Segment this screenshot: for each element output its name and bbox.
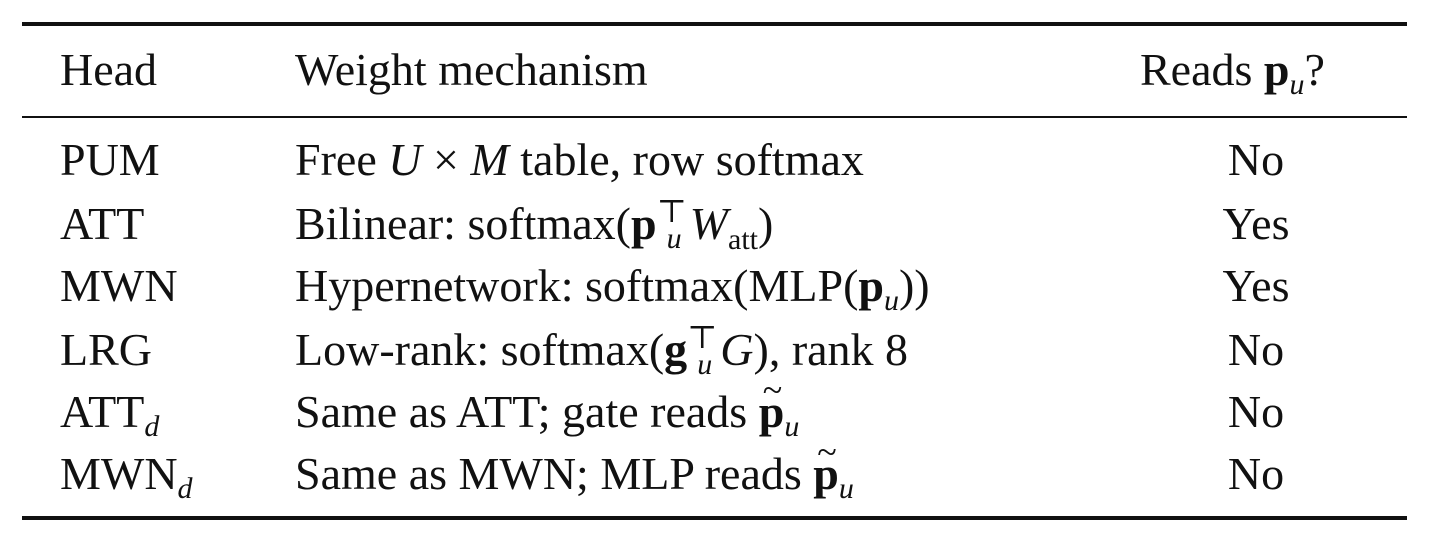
row-mechanism-mwn: Hypernetwork: softmax(MLP(pu)) <box>295 260 930 317</box>
row-head-mwn: MWN <box>60 260 178 311</box>
row-head-pum: PUM <box>60 134 160 185</box>
row-head-att: ATT <box>60 198 145 249</box>
row-reads-lrg: No <box>1227 324 1285 375</box>
row-head-att-d: ATTd <box>60 386 160 443</box>
top-rule <box>22 22 1407 26</box>
header-mechanism: Weight mechanism <box>295 44 648 95</box>
row-head-mwn-d: MWNd <box>60 448 193 505</box>
row-reads-pum: No <box>1227 134 1285 185</box>
bottom-rule <box>22 516 1407 520</box>
row-reads-mwn-d: No <box>1227 448 1285 499</box>
header-reads: Reads pu? <box>1140 44 1325 101</box>
row-head-lrg: LRG <box>60 324 152 375</box>
row-mechanism-att-d: Same as ATT; gate reads pu <box>295 360 799 442</box>
row-reads-mwn: Yes <box>1222 260 1290 311</box>
row-mechanism-mwn-d: Same as MWN; MLP reads pu <box>295 422 854 504</box>
header-rule <box>22 116 1407 118</box>
row-reads-att-d: No <box>1227 386 1285 437</box>
row-mechanism-pum: Free U × M table, row softmax <box>295 134 864 185</box>
row-reads-att: Yes <box>1222 198 1290 249</box>
header-head: Head <box>60 44 158 95</box>
